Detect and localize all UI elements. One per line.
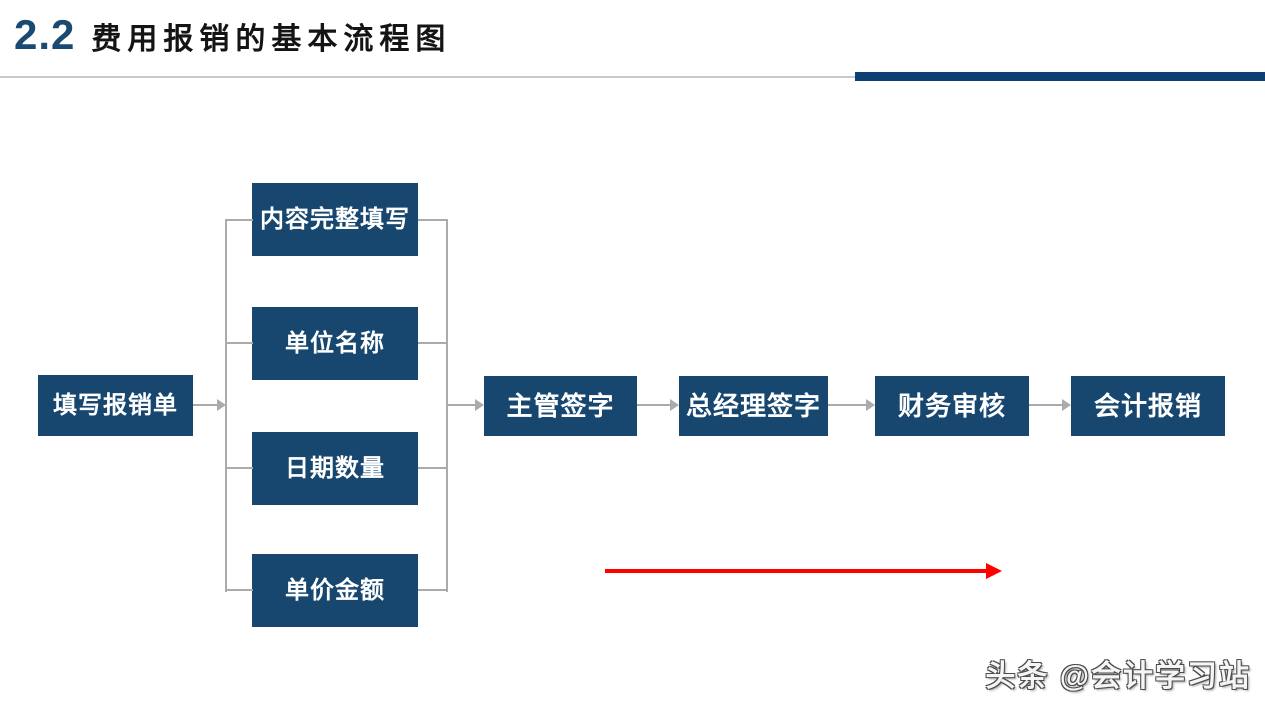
connector-to-accounting-arrow-icon	[1062, 399, 1071, 411]
connector-left-branch-4	[225, 589, 253, 591]
flow-box-step-finance-audit: 财务审核	[875, 376, 1029, 436]
connector-left-branch-3	[225, 467, 253, 469]
red-emphasis-arrow-line	[605, 569, 988, 573]
header-divider-line	[0, 76, 1265, 78]
red-emphasis-arrow-head-icon	[986, 563, 1002, 579]
page-title: 费用报销的基本流程图	[91, 23, 452, 56]
connector-start-arrow-icon	[217, 399, 226, 411]
header-accent-bar	[855, 72, 1265, 81]
connector-to-gm-line	[637, 404, 671, 406]
connector-left-branch-2	[225, 342, 253, 344]
connector-left-bracket	[225, 219, 227, 592]
connector-to-gm-arrow-icon	[670, 399, 679, 411]
flow-box-step-gm-sign: 总经理签字	[679, 376, 828, 436]
connector-to-supervisor-arrow-icon	[475, 399, 484, 411]
connector-right-branch-3	[418, 467, 447, 469]
flow-box-step-supervisor-sign: 主管签字	[484, 376, 637, 436]
connector-right-branch-4	[418, 589, 447, 591]
connector-to-finance-arrow-icon	[866, 399, 875, 411]
flow-box-detail-content: 内容完整填写	[252, 183, 418, 256]
flow-box-step-accounting-reimburse: 会计报销	[1071, 376, 1225, 436]
flow-box-detail-price: 单价金额	[252, 554, 418, 627]
slide-header: 2.2 费用报销的基本流程图	[14, 14, 451, 56]
connector-to-supervisor-line	[447, 404, 476, 406]
connector-right-branch-1	[418, 219, 447, 221]
connector-to-finance-line	[828, 404, 867, 406]
watermark-text: 头条 @会计学习站	[985, 660, 1251, 693]
section-number: 2.2	[14, 11, 76, 58]
flow-box-start: 填写报销单	[38, 375, 193, 436]
connector-left-branch-1	[225, 219, 253, 221]
flow-box-detail-unit: 单位名称	[252, 307, 418, 380]
connector-right-branch-2	[418, 342, 447, 344]
connector-to-accounting-line	[1029, 404, 1063, 406]
flow-box-detail-date-qty: 日期数量	[252, 432, 418, 505]
connector-start-line	[193, 404, 218, 406]
